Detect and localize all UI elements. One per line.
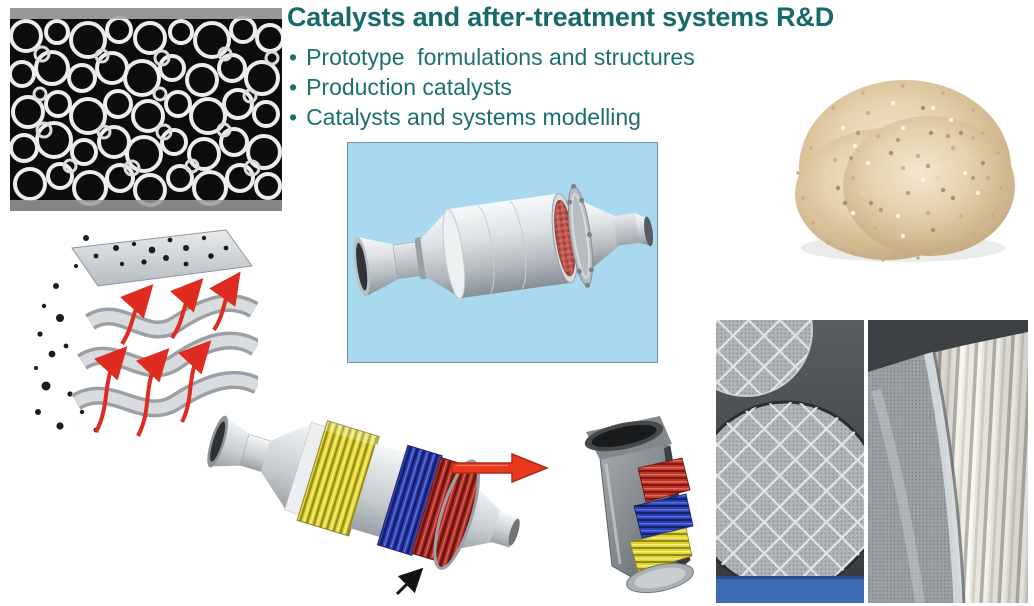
- multi-brick-converter-svg: [207, 415, 520, 596]
- bullet-text: Catalysts and systems modelling: [306, 104, 641, 130]
- process-arrow-icon: [450, 450, 550, 486]
- pleated-filter-media-photo: [868, 320, 1028, 603]
- bullet-text: Prototype formulations and structures: [306, 44, 695, 70]
- bullet-glyph: •: [289, 74, 298, 100]
- process-arrow-svg: [451, 452, 550, 484]
- pleated-filter-svg: [868, 320, 1028, 603]
- bullet-item: • Catalysts and systems modelling: [289, 102, 695, 132]
- substrate-flow-diagram: [26, 226, 258, 444]
- honeycomb-disc-filters-photo: [716, 320, 864, 603]
- bullet-item: • Production catalysts: [289, 72, 695, 102]
- catalytic-converter-cad-svg: [347, 142, 658, 363]
- catalyst-granule-pile-svg: [795, 80, 1015, 262]
- catalyst-granule-pile-photo: [783, 48, 1027, 278]
- porous-foam-micrograph-svg: [10, 8, 282, 211]
- porous-foam-micrograph: [10, 8, 282, 211]
- bullet-text: Production catalysts: [306, 74, 512, 100]
- bullet-list: • Prototype formulations and structures •…: [289, 42, 695, 132]
- bullet-item: • Prototype formulations and structures: [289, 42, 695, 72]
- bullet-glyph: •: [289, 104, 298, 130]
- catalytic-converter-cad-render: [347, 142, 658, 363]
- bullet-glyph: •: [289, 44, 298, 70]
- substrate-flow-diagram-svg: [34, 229, 258, 437]
- multi-brick-converter-render: [193, 366, 533, 604]
- slide-title: Catalysts and after-treatment systems R&…: [287, 2, 834, 32]
- compact-converter-svg: [584, 416, 694, 594]
- compact-converter-render: [560, 414, 715, 604]
- honeycomb-discs-svg: [716, 320, 864, 603]
